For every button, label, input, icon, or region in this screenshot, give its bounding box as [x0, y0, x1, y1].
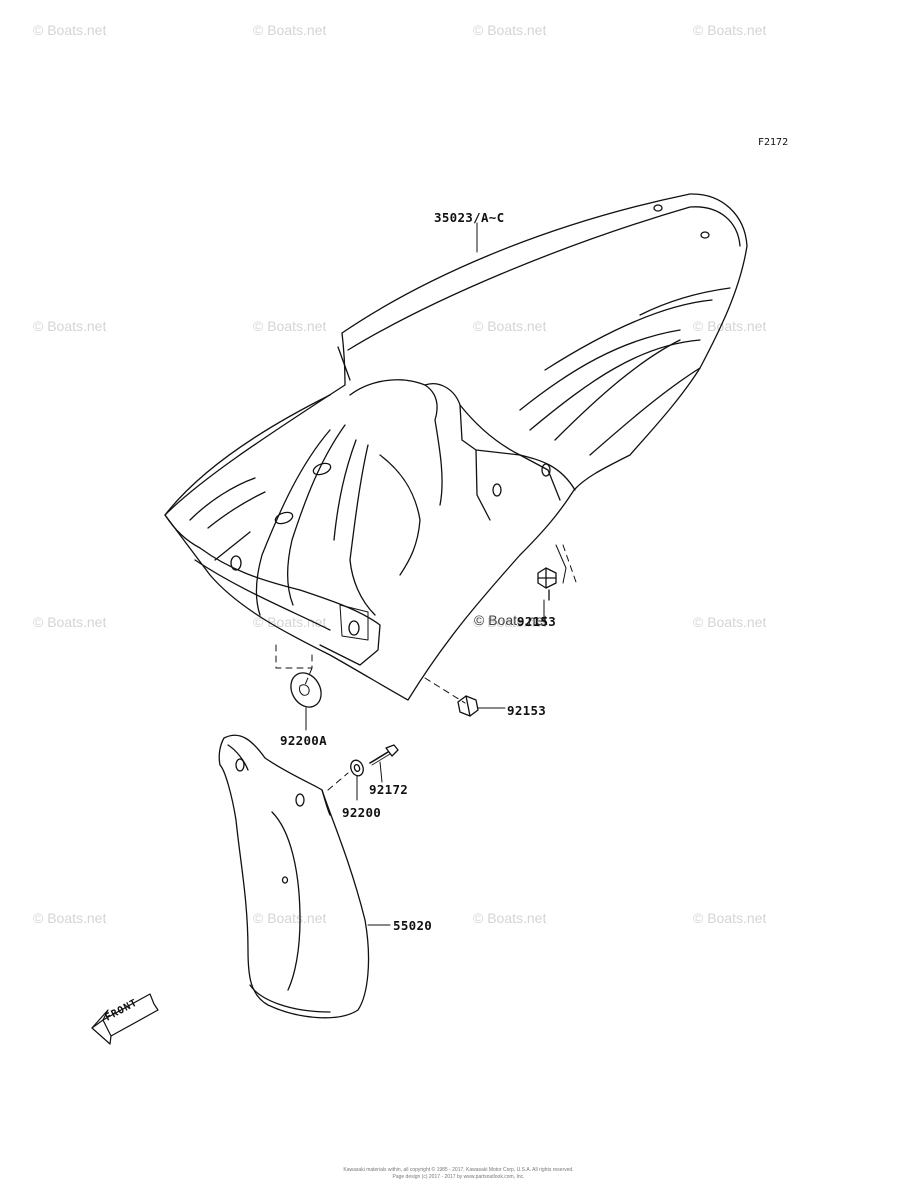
- watermark: © Boats.net: [33, 318, 107, 334]
- part-label-bolt-upper[interactable]: 92153: [517, 614, 557, 629]
- watermark: © Boats.net: [473, 614, 547, 630]
- diagram-code: F2172: [758, 137, 789, 148]
- watermark: © Boats.net: [473, 318, 547, 334]
- watermark: © Boats.net: [33, 614, 107, 630]
- watermark: © Boats.net: [473, 22, 547, 38]
- grommet-drawing: [290, 672, 322, 731]
- watermark: © Boats.net: [33, 910, 107, 926]
- copyright-line-2: Page design (c) 2017 - 2017 by www.parts…: [392, 1174, 525, 1180]
- inline-watermark: © Boats.net: [474, 612, 548, 628]
- watermark: © Boats.net: [693, 22, 767, 38]
- watermark: © Boats.net: [693, 318, 767, 334]
- watermark: © Boats.net: [253, 22, 327, 38]
- bolt-drawing: [537, 567, 557, 623]
- watermark: © Boats.net: [253, 318, 327, 334]
- rear-fender-drawing: [164, 193, 748, 704]
- part-label-grommet[interactable]: 92200A: [280, 733, 327, 748]
- mud-flap-drawing: [218, 734, 391, 1019]
- watermark: © Boats.net: [253, 910, 327, 926]
- washer-drawing: [350, 759, 364, 801]
- part-label-bolt-lower[interactable]: 92153: [507, 703, 547, 718]
- part-label-rear-fender[interactable]: 35023/A~C: [434, 210, 505, 225]
- front-arrow-icon: [91, 993, 159, 1045]
- screw-drawing: [369, 744, 399, 783]
- watermark: © Boats.net: [693, 910, 767, 926]
- watermark: © Boats.net: [33, 22, 107, 38]
- bolt-lower-drawing: [457, 695, 506, 717]
- copyright-line-1: Kawasaki materials within, all copyright…: [343, 1167, 574, 1173]
- part-label-screw[interactable]: 92172: [369, 782, 409, 797]
- watermark: © Boats.net: [473, 910, 547, 926]
- watermark: © Boats.net: [693, 614, 767, 630]
- part-label-washer[interactable]: 92200: [342, 805, 382, 820]
- part-label-mud-flap[interactable]: 55020: [393, 918, 433, 933]
- watermark: © Boats.net: [253, 614, 327, 630]
